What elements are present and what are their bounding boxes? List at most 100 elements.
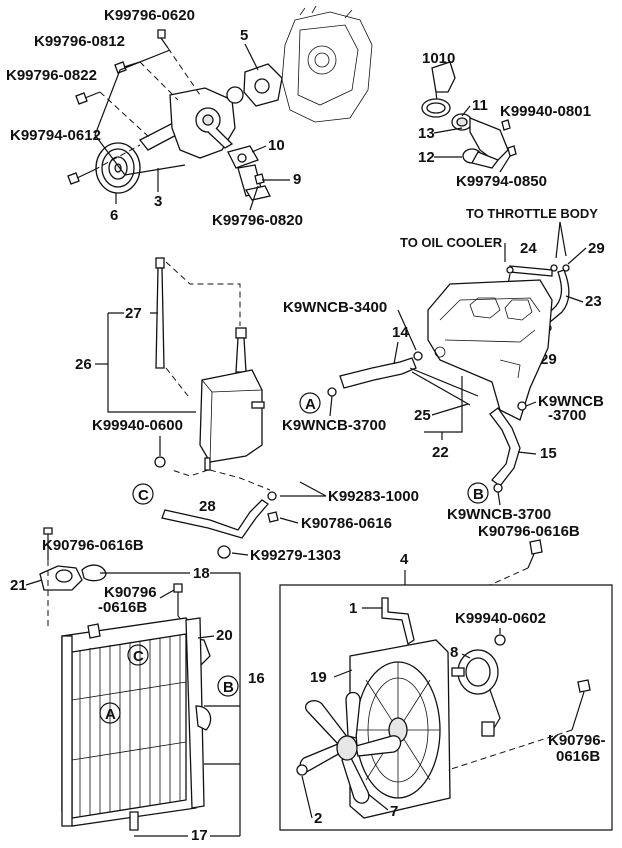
label-c-radiator: C	[133, 648, 144, 665]
marker-b-radiator	[217, 675, 239, 697]
water-pump-body	[138, 87, 236, 159]
nut-2	[296, 764, 308, 776]
label-k90796-mid-1: K90796	[104, 584, 157, 601]
label-26: 26	[75, 356, 92, 373]
engine-block-sketch	[281, 5, 373, 123]
label-b-radiator: B	[223, 679, 234, 696]
marker-a-radiator	[99, 702, 121, 724]
marker-a-hose	[299, 392, 321, 414]
bolt-k99796-0822	[75, 91, 101, 105]
fan-blade-7	[299, 691, 402, 804]
thermostat-group	[421, 61, 517, 169]
nut-k99940-0600	[154, 456, 166, 468]
label-k99794-0612: K99794-0612	[10, 127, 101, 144]
label-14: 14	[392, 324, 409, 341]
bolt-k99794-0850	[507, 145, 517, 157]
thermostat-housing	[227, 145, 271, 201]
label-10: 10	[268, 137, 285, 154]
label-k99796-0820: K99796-0820	[212, 212, 303, 229]
label-22: 22	[432, 444, 449, 461]
pulley-6	[95, 142, 141, 194]
radiator-core	[71, 635, 187, 816]
label-k99796-0822: K99796-0822	[6, 67, 97, 84]
label-k9wncb-3400: K9WNCB-3400	[283, 299, 387, 316]
label-k9wncb-3700-bottom: K9WNCB-3700	[447, 506, 551, 523]
label-15: 15	[540, 445, 557, 462]
nut-k99940-0602	[494, 634, 506, 646]
label-4: 4	[400, 551, 409, 568]
label-13: 13	[418, 125, 435, 142]
reservoir-tank	[199, 369, 265, 471]
clamp-k9wncb-3700-bottom	[493, 483, 503, 493]
label-k9wncb-right-1: K9WNCB	[538, 393, 604, 410]
shroud-19	[349, 639, 451, 819]
clip-k99283-1000	[267, 491, 277, 501]
hose-15	[489, 407, 521, 487]
marker-c-radiator	[127, 644, 149, 666]
label-25: 25	[414, 407, 431, 424]
bolt-k90796-fan	[571, 679, 591, 731]
intake-manifold	[427, 279, 553, 421]
clamp-k9wncb-3400	[413, 351, 423, 361]
bolt-k99940-0801	[501, 119, 511, 131]
label-k90796-mid-2: -0616B	[98, 599, 147, 616]
bolt-k90796-0616b-right	[527, 539, 543, 569]
label-k9wncb-right-2: -3700	[548, 407, 586, 424]
bolt-k99794-0612	[67, 169, 95, 185]
bolt-k99796-0620	[157, 29, 169, 49]
label-c-hose: C	[138, 487, 149, 504]
label-b-hose: B	[473, 486, 484, 503]
label-k99940-0600: K99940-0600	[92, 417, 183, 434]
label-k99940-0602: K99940-0602	[455, 610, 546, 627]
label-a-radiator: A	[105, 706, 116, 723]
label-5: 5	[240, 27, 248, 44]
dipstick-27	[155, 257, 165, 369]
label-k99794-0850: K99794-0850	[456, 173, 547, 190]
gasket-5	[243, 63, 283, 107]
drain-plug	[129, 811, 139, 831]
radiator-cap	[81, 564, 107, 582]
label-8: 8	[450, 644, 458, 661]
label-a-hose: A	[305, 396, 316, 413]
label-k90786-0616: K90786-0616	[301, 515, 392, 532]
label-k9wncb-3700-left: K9WNCB-3700	[282, 417, 386, 434]
label-to-throttle-body: TO THROTTLE BODY	[466, 206, 598, 221]
fan-motor-8	[451, 649, 501, 737]
bolt-k90796-mid	[173, 583, 183, 616]
label-20: 20	[216, 627, 233, 644]
marker-c-hose	[132, 483, 154, 505]
label-k99279-1303: K99279-1303	[250, 547, 341, 564]
label-1: 1	[349, 600, 357, 617]
cap	[235, 327, 247, 373]
label-k90796-0616b-right: K90796-0616B	[478, 523, 580, 540]
label-3: 3	[154, 193, 162, 210]
bracket-21	[39, 564, 107, 591]
clip-29b	[550, 264, 558, 272]
label-k99940-0801: K99940-0801	[500, 103, 591, 120]
label-29-top: 29	[588, 240, 605, 257]
label-16: 16	[248, 670, 265, 687]
label-k99283-1000: K99283-1000	[328, 488, 419, 505]
radiator	[61, 617, 212, 831]
hose-14	[339, 357, 417, 389]
clamp-k9wncb-3700-right	[517, 401, 527, 411]
marker-b-hose	[467, 482, 489, 504]
label-23: 23	[585, 293, 602, 310]
clip-k99279-1303	[217, 545, 231, 559]
label-k99796-0620: K99796-0620	[104, 7, 195, 24]
hose-28	[161, 499, 269, 539]
fan-box	[279, 584, 613, 831]
clip-29a	[506, 266, 514, 274]
bolt-k90796-0616b-left	[43, 527, 53, 560]
label-k90796-0616b-left: K90796-0616B	[42, 537, 144, 554]
label-28: 28	[199, 498, 216, 515]
label-to-oil-cooler: TO OIL COOLER	[400, 235, 503, 250]
bolt-k90786-0616	[267, 511, 279, 523]
label-19: 19	[310, 669, 327, 686]
label-6: 6	[110, 207, 118, 224]
label-7: 7	[390, 803, 398, 820]
label-k90796-fan-1: K90796-	[548, 732, 606, 749]
label-27: 27	[125, 305, 142, 322]
label-11: 11	[472, 97, 488, 114]
